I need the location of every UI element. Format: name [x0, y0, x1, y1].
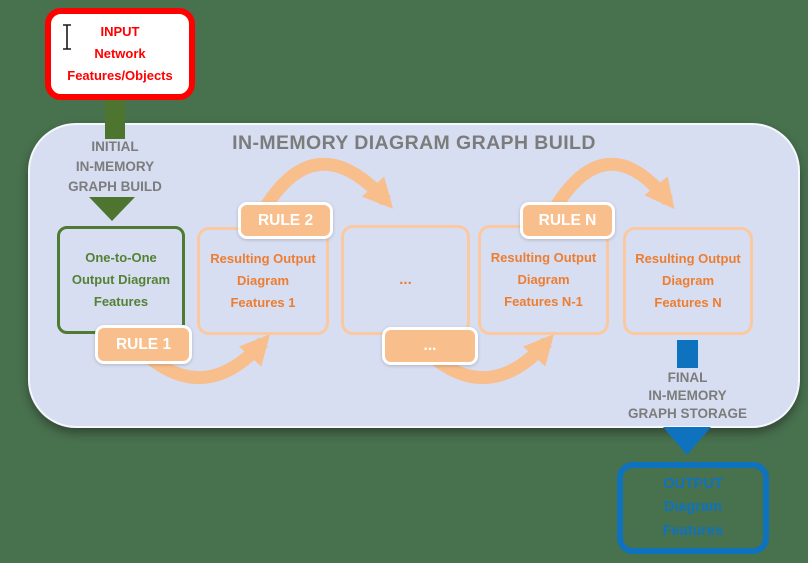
initial-build-arrowhead: [89, 197, 135, 221]
one-to-one-line: Output Diagram: [71, 272, 171, 288]
feature-box-ellipsis: ...: [341, 225, 470, 335]
output-box-line: Diagram: [663, 499, 723, 516]
feature-box-n-line: Resulting Output: [635, 251, 741, 267]
one-to-one-line: Features: [93, 293, 149, 309]
feature-box-ellipsis-text: ...: [399, 271, 412, 289]
text-cursor-icon: [61, 22, 73, 52]
input-box-line: Network: [94, 46, 146, 62]
rule-n-label: RULE N: [520, 202, 615, 239]
final-storage-label-line: FINAL: [667, 370, 708, 385]
input-box-line: Features/Objects: [67, 67, 173, 83]
output-box-line: OUTPUT: [663, 475, 723, 492]
container-title: IN-MEMORY DIAGRAM GRAPH BUILD: [232, 132, 596, 154]
feature-box-1-line: Features 1: [230, 294, 296, 310]
final-storage-label-line: GRAPH STORAGE: [627, 405, 747, 421]
input-box[interactable]: INPUT Network Features/Objects: [45, 8, 195, 100]
initial-build-label-line: GRAPH BUILD: [68, 178, 162, 194]
ellipsis-rule-label: ...: [382, 327, 478, 365]
final-storage-arrowhead: [663, 427, 711, 455]
rule-1-text: RULE 1: [115, 335, 172, 353]
final-storage-arrow-stem: [677, 340, 698, 368]
feature-box-n-1-line: Features N-1: [504, 293, 583, 309]
final-storage-label-line: IN-MEMORY: [648, 387, 727, 403]
feature-box-n-line: Diagram: [661, 273, 715, 289]
initial-build-label-line: INITIAL: [91, 139, 139, 154]
input-box-line: INPUT: [100, 24, 140, 40]
feature-box-n-1-line: Resulting Output: [490, 250, 597, 266]
ellipsis-rule-text: ...: [423, 337, 437, 354]
feature-box-n: Resulting Output Diagram Features N: [623, 227, 753, 335]
rule-2-label: RULE 2: [238, 202, 333, 239]
rule-2-text: RULE 2: [257, 211, 314, 229]
rule-1-label: RULE 1: [95, 325, 192, 364]
feature-box-1-line: Resulting Output: [210, 251, 316, 267]
feature-box-n-line: Features N: [654, 294, 722, 310]
initial-build-label-line: IN-MEMORY: [75, 158, 155, 174]
initial-build-label: INITIAL IN-MEMORY GRAPH BUILD: [35, 137, 195, 197]
feature-box-1-line: Diagram: [236, 273, 290, 289]
one-to-one-box: One-to-One Output Diagram Features: [57, 226, 185, 334]
output-box-line: Features: [662, 522, 724, 539]
initial-build-arrow-stem: [105, 99, 125, 139]
feature-box-n-1-line: Diagram: [517, 272, 570, 288]
output-box: OUTPUT Diagram Features: [617, 462, 769, 554]
final-storage-label: FINAL IN-MEMORY GRAPH STORAGE: [600, 369, 775, 423]
feature-box-n-1: Resulting Output Diagram Features N-1: [478, 225, 609, 335]
feature-box-1: Resulting Output Diagram Features 1: [197, 227, 329, 335]
one-to-one-line: One-to-One: [85, 250, 157, 266]
rule-n-text: RULE N: [538, 211, 597, 229]
